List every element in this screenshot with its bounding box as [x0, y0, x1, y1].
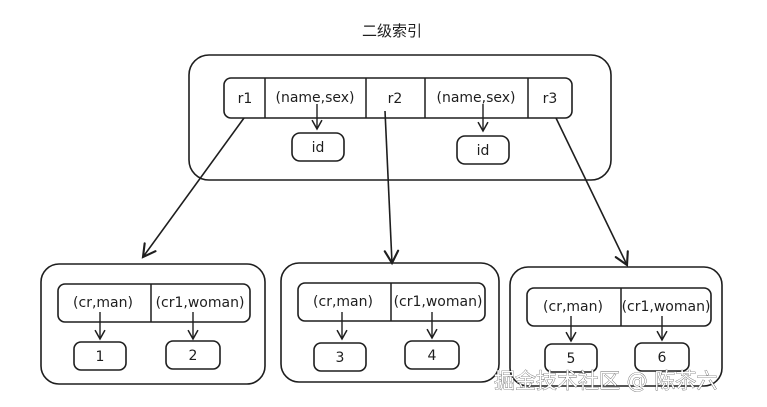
leaf-key: (cr,man) — [313, 294, 373, 310]
root-pointer-r3: r3 — [543, 91, 558, 107]
leaf-node: (cr,man) (cr1,woman) 3 4 — [280, 262, 500, 383]
root-node-frame — [188, 54, 612, 181]
leaf-node-frame — [40, 263, 266, 385]
leaf-id: 4 — [428, 348, 437, 364]
leaf-node-frame — [280, 262, 500, 383]
pointer-arrow-r1 — [141, 117, 245, 259]
root-value-box-1 — [291, 132, 345, 162]
diagram-title: 二级索引 — [362, 22, 422, 40]
watermark: 掘金技术社区 @ 陈苶六 — [494, 369, 717, 393]
leaf-id-box — [404, 340, 460, 370]
leaf-id-box — [165, 340, 221, 370]
leaf-key-row — [526, 287, 712, 327]
leaf-id-box — [544, 343, 598, 373]
root-value-box-2 — [456, 135, 510, 165]
leaf-key: (cr,man) — [543, 299, 603, 315]
leaf-key: (cr1,woman) — [156, 295, 245, 311]
root-pointer-r2: r2 — [388, 91, 403, 107]
leaf-key: (cr1,woman) — [622, 299, 711, 315]
leaf-id: 5 — [567, 351, 576, 367]
pointer-arrow-r2 — [383, 110, 400, 266]
root-value-1: id — [312, 140, 325, 156]
leaf-node: (cr,man) (cr1,woman) 5 6 — [509, 266, 723, 387]
leaf-id: 2 — [189, 348, 198, 364]
leaf-key: (cr,man) — [73, 295, 133, 311]
root-node: r1 (name,sex) r2 (name,sex) r3 id id — [188, 54, 612, 181]
leaf-id-box — [73, 341, 127, 371]
root-key-2: (name,sex) — [436, 90, 515, 106]
leaf-key: (cr1,woman) — [394, 294, 483, 310]
leaf-key-row — [57, 283, 251, 323]
root-key-row — [223, 77, 573, 119]
leaf-node: (cr,man) (cr1,woman) 1 2 — [40, 263, 266, 385]
leaf-id-box — [634, 342, 690, 372]
root-value-2: id — [477, 143, 490, 159]
leaf-id: 1 — [96, 349, 105, 365]
leaf-id: 3 — [336, 350, 345, 366]
root-pointer-r1: r1 — [238, 91, 253, 107]
root-key-1: (name,sex) — [275, 90, 354, 106]
leaf-id-box — [313, 342, 367, 372]
leaf-id: 6 — [658, 350, 667, 366]
pointer-arrow-r3 — [555, 117, 629, 267]
leaf-node-frame — [509, 266, 723, 387]
